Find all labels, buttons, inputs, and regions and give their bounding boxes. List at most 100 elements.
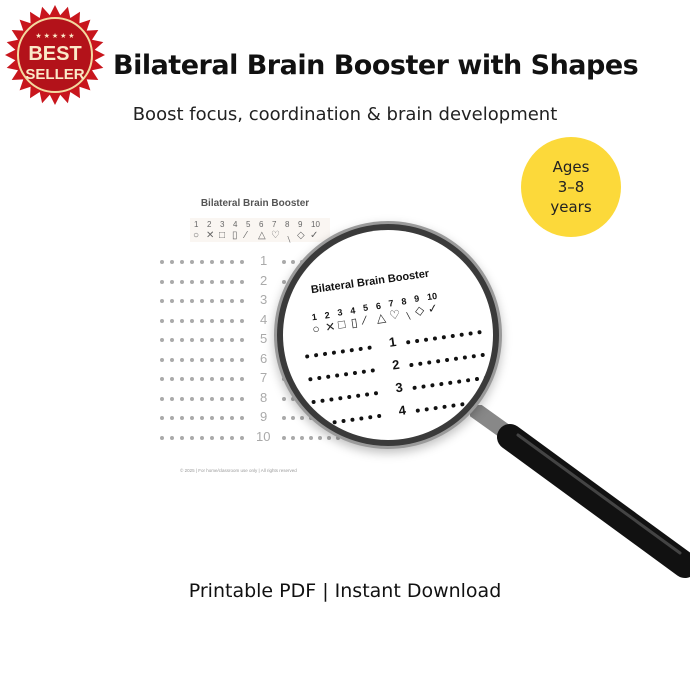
dot xyxy=(210,279,214,284)
dot xyxy=(170,299,174,303)
dot xyxy=(444,357,450,363)
dot xyxy=(210,338,214,342)
dot xyxy=(331,350,337,355)
dot xyxy=(460,402,465,407)
dot xyxy=(170,357,174,362)
dot xyxy=(462,355,468,360)
dot xyxy=(370,368,376,373)
dot xyxy=(480,352,485,358)
dot xyxy=(349,347,355,353)
magnified-key-shape: ✓ xyxy=(426,300,439,316)
dot xyxy=(210,416,214,420)
dot xyxy=(180,357,184,362)
dot xyxy=(190,416,194,420)
row-number: 7 xyxy=(260,370,268,385)
format-tagline: Printable PDF | Instant Download xyxy=(188,580,502,602)
dot xyxy=(220,260,224,264)
dot xyxy=(190,377,194,381)
dot xyxy=(282,416,286,420)
key-number: 6 xyxy=(259,220,264,229)
dot xyxy=(200,318,204,323)
row-number: 9 xyxy=(260,409,268,424)
dot xyxy=(200,260,204,264)
dot xyxy=(160,396,164,401)
dot xyxy=(323,421,328,426)
dot xyxy=(220,377,224,381)
dot xyxy=(336,435,340,440)
dot xyxy=(346,394,352,400)
dot xyxy=(210,396,214,401)
magnified-key-shape: ▯ xyxy=(349,314,359,330)
dot xyxy=(230,279,234,284)
dot xyxy=(230,357,234,362)
worksheet-footer: © 2025 | For home/classroom use only | A… xyxy=(180,468,297,473)
dot xyxy=(282,357,286,362)
key-number: 2 xyxy=(207,220,212,229)
magnified-title: Bilateral Brain Booster xyxy=(310,267,430,297)
dot xyxy=(190,279,194,284)
dot xyxy=(160,435,164,440)
dot xyxy=(477,329,482,335)
dot xyxy=(352,370,358,376)
svg-text:★ ★ ★ ★ ★: ★ ★ ★ ★ ★ xyxy=(35,32,74,40)
ages-badge: Ages 3–8 years xyxy=(521,137,621,237)
dot xyxy=(441,334,447,340)
dot xyxy=(456,379,462,384)
dot xyxy=(300,396,304,401)
dot xyxy=(210,435,214,440)
dot xyxy=(240,338,244,342)
dot xyxy=(170,279,174,284)
dot xyxy=(300,435,304,440)
dot xyxy=(364,392,370,397)
key-shape: ✕ xyxy=(206,230,215,241)
dot xyxy=(415,408,421,413)
dot xyxy=(432,336,438,341)
dot xyxy=(220,338,224,342)
dot xyxy=(282,377,286,381)
dot xyxy=(483,375,489,381)
dot xyxy=(291,416,295,420)
dot xyxy=(200,279,204,284)
key-shape: ⁄ xyxy=(245,230,247,241)
dot xyxy=(300,416,304,420)
dot xyxy=(282,435,286,440)
dot xyxy=(180,279,184,284)
dot xyxy=(477,399,483,405)
dot xyxy=(325,374,331,379)
dot xyxy=(314,422,320,428)
dot xyxy=(220,435,224,440)
dot xyxy=(240,396,244,401)
dot xyxy=(343,371,349,377)
dot xyxy=(435,359,441,364)
dot xyxy=(421,384,426,389)
key-shape: ◇ xyxy=(297,230,305,241)
dot xyxy=(350,417,355,423)
dot xyxy=(240,299,244,303)
dot xyxy=(313,352,319,358)
dot xyxy=(291,435,295,440)
dot xyxy=(409,362,414,368)
dot xyxy=(190,318,194,323)
dot xyxy=(230,396,234,401)
key-number: 10 xyxy=(311,220,320,229)
dot xyxy=(160,416,164,420)
dot xyxy=(338,395,343,401)
dot xyxy=(210,260,214,264)
magnified-key-shape: ◇ xyxy=(413,302,426,318)
dot xyxy=(405,339,411,345)
worksheet-row: 10 xyxy=(160,429,360,444)
ages-unit: years xyxy=(550,198,592,216)
magnified-row-number: 4 xyxy=(397,402,407,419)
key-number: 9 xyxy=(298,220,303,229)
dot xyxy=(220,279,224,284)
key-number: 8 xyxy=(285,220,290,229)
dot xyxy=(240,279,244,284)
dot xyxy=(282,260,286,264)
dot xyxy=(190,396,194,401)
dot xyxy=(334,373,340,378)
magnifier-handle xyxy=(470,405,690,578)
dot xyxy=(414,338,420,344)
dot xyxy=(160,377,164,381)
dot xyxy=(180,435,184,440)
dot xyxy=(240,416,244,420)
